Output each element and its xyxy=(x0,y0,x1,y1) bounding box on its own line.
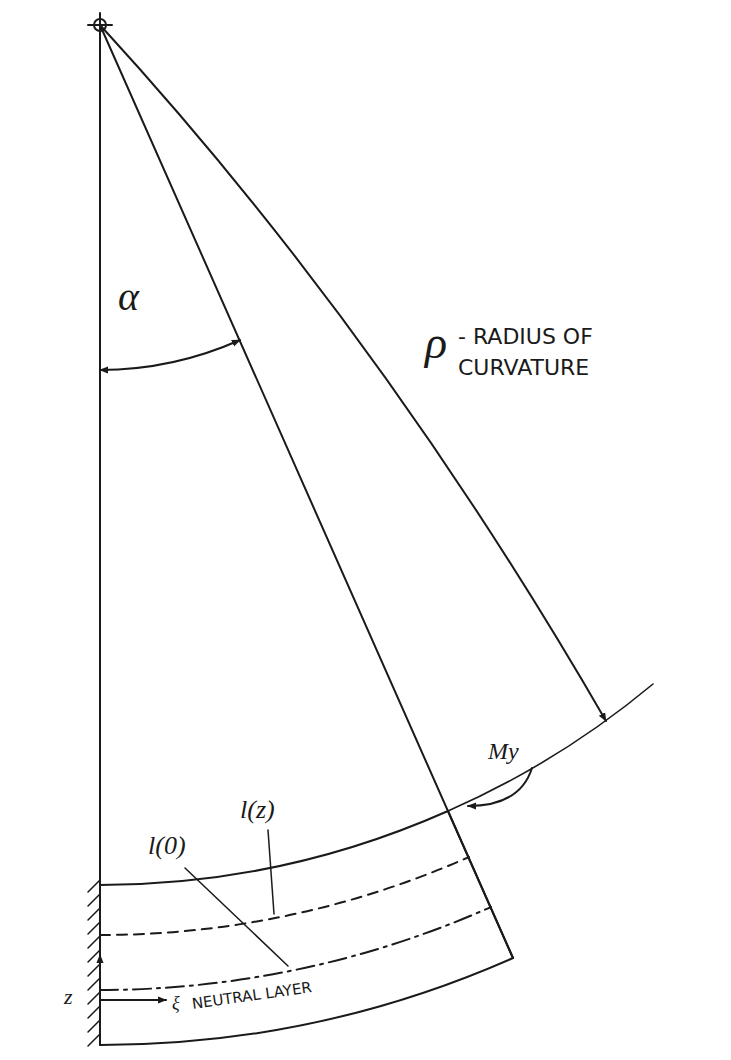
angle-arc xyxy=(100,340,240,370)
axis-label: z xyxy=(64,985,73,1009)
left-radius-line xyxy=(99,25,101,1045)
xi-axis-arrow xyxy=(100,999,166,1001)
top-arc-extension xyxy=(448,684,653,811)
fibre-line xyxy=(100,857,469,935)
angle-symbol: α xyxy=(118,275,139,319)
length-label: l(0) xyxy=(148,832,186,861)
radius-note: - RADIUS OF CURVATURE xyxy=(458,322,688,384)
length-label: l(z) xyxy=(240,796,275,825)
axis-label: ξ xyxy=(172,994,180,1014)
radius-symbol: ρ xyxy=(425,318,447,369)
alpha-radius-line xyxy=(100,25,513,958)
moment-arrow xyxy=(468,768,532,806)
beam-bottom-edge xyxy=(100,958,513,1045)
leader-line xyxy=(185,868,288,966)
wall-hatching xyxy=(88,880,100,1046)
neutral-layer-line xyxy=(100,907,491,990)
beam-end-edge xyxy=(448,811,513,958)
leader-line xyxy=(268,830,274,914)
moment-label: My xyxy=(488,738,519,764)
